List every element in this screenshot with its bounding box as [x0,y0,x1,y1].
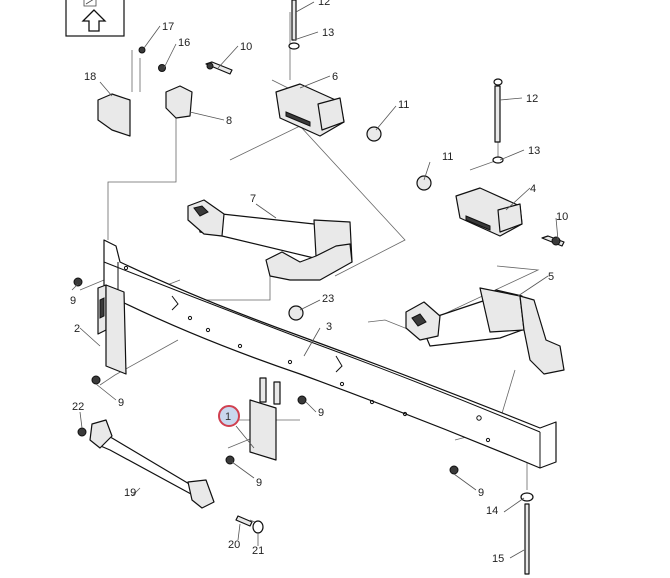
mount-plate-6[interactable] [275,83,345,137]
callout-9-mid: 9 [118,397,124,409]
callout-23: 23 [322,293,334,305]
callout-3: 3 [326,321,332,333]
callout-18: 18 [84,71,96,83]
callout-15: 15 [492,553,504,565]
bracket-18[interactable] [97,93,131,137]
callout-2: 2 [74,323,80,335]
callout-6: 6 [332,71,338,83]
mount-plate-4[interactable] [455,187,523,237]
callout-20: 20 [228,539,240,551]
bracket-1[interactable] [249,377,281,461]
callout-14: 14 [486,505,498,517]
callout-10-top: 10 [240,41,252,53]
callout-11-right: 11 [442,151,453,163]
up-arrow-icon [81,9,107,32]
highlighted-callout-1[interactable]: 1 [218,405,240,427]
bracket-2[interactable] [97,284,127,375]
pencil-icon [83,0,97,7]
callout-21: 21 [252,545,264,557]
callout-11-top: 11 [398,99,409,111]
callout-13-top: 13 [322,27,334,39]
leader-lines [71,1,559,559]
callout-12-top: 12 [318,0,330,8]
callout-9-left: 9 [70,295,76,307]
tow-bar-19[interactable] [89,419,215,509]
bracket-8[interactable] [165,85,193,119]
callout-7: 7 [250,193,256,205]
callout-17: 17 [162,21,174,33]
callout-9-bracket: 9 [318,407,324,419]
callout-5: 5 [548,271,554,283]
callout-12-right: 12 [526,93,538,105]
callout-1: 1 [225,411,231,423]
callout-10-right: 10 [556,211,568,223]
callout-9-bottom: 9 [256,477,262,489]
callout-labels: 12 13 17 16 10 6 18 11 8 12 13 11 4 7 10… [70,0,568,565]
corner-icon-box[interactable] [65,0,125,37]
callout-13-right: 13 [528,145,540,157]
support-arm-5[interactable] [405,287,565,375]
support-arm-7[interactable] [187,199,353,281]
callout-8: 8 [226,115,232,127]
callout-16: 16 [178,37,190,49]
callout-9-right: 9 [478,487,484,499]
fasteners [73,0,565,575]
callout-4: 4 [530,183,536,195]
callout-19: 19 [124,487,136,499]
callout-22: 22 [72,401,84,413]
